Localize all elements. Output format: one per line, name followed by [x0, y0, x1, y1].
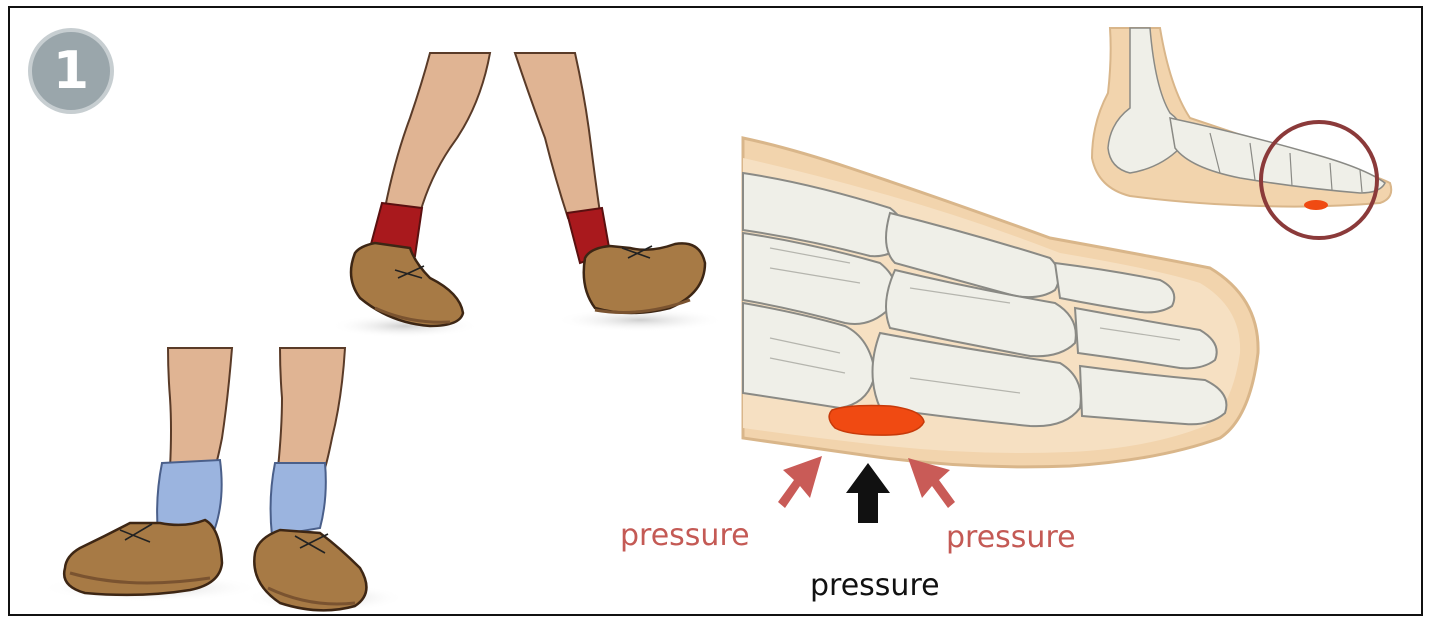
foot-skeleton-overview [1092, 28, 1391, 238]
pressure-label-left: pressure [620, 518, 750, 553]
pressure-arrow-left [778, 456, 822, 508]
figure-frame: 1 [8, 6, 1423, 616]
pressure-label-bottom: pressure [810, 568, 940, 603]
pressure-label-right: pressure [946, 520, 1076, 555]
standing-legs-illustration [40, 348, 405, 612]
pressure-arrow-center [846, 463, 890, 523]
walking-legs-illustration [330, 53, 725, 338]
callus-highlight [829, 406, 924, 436]
